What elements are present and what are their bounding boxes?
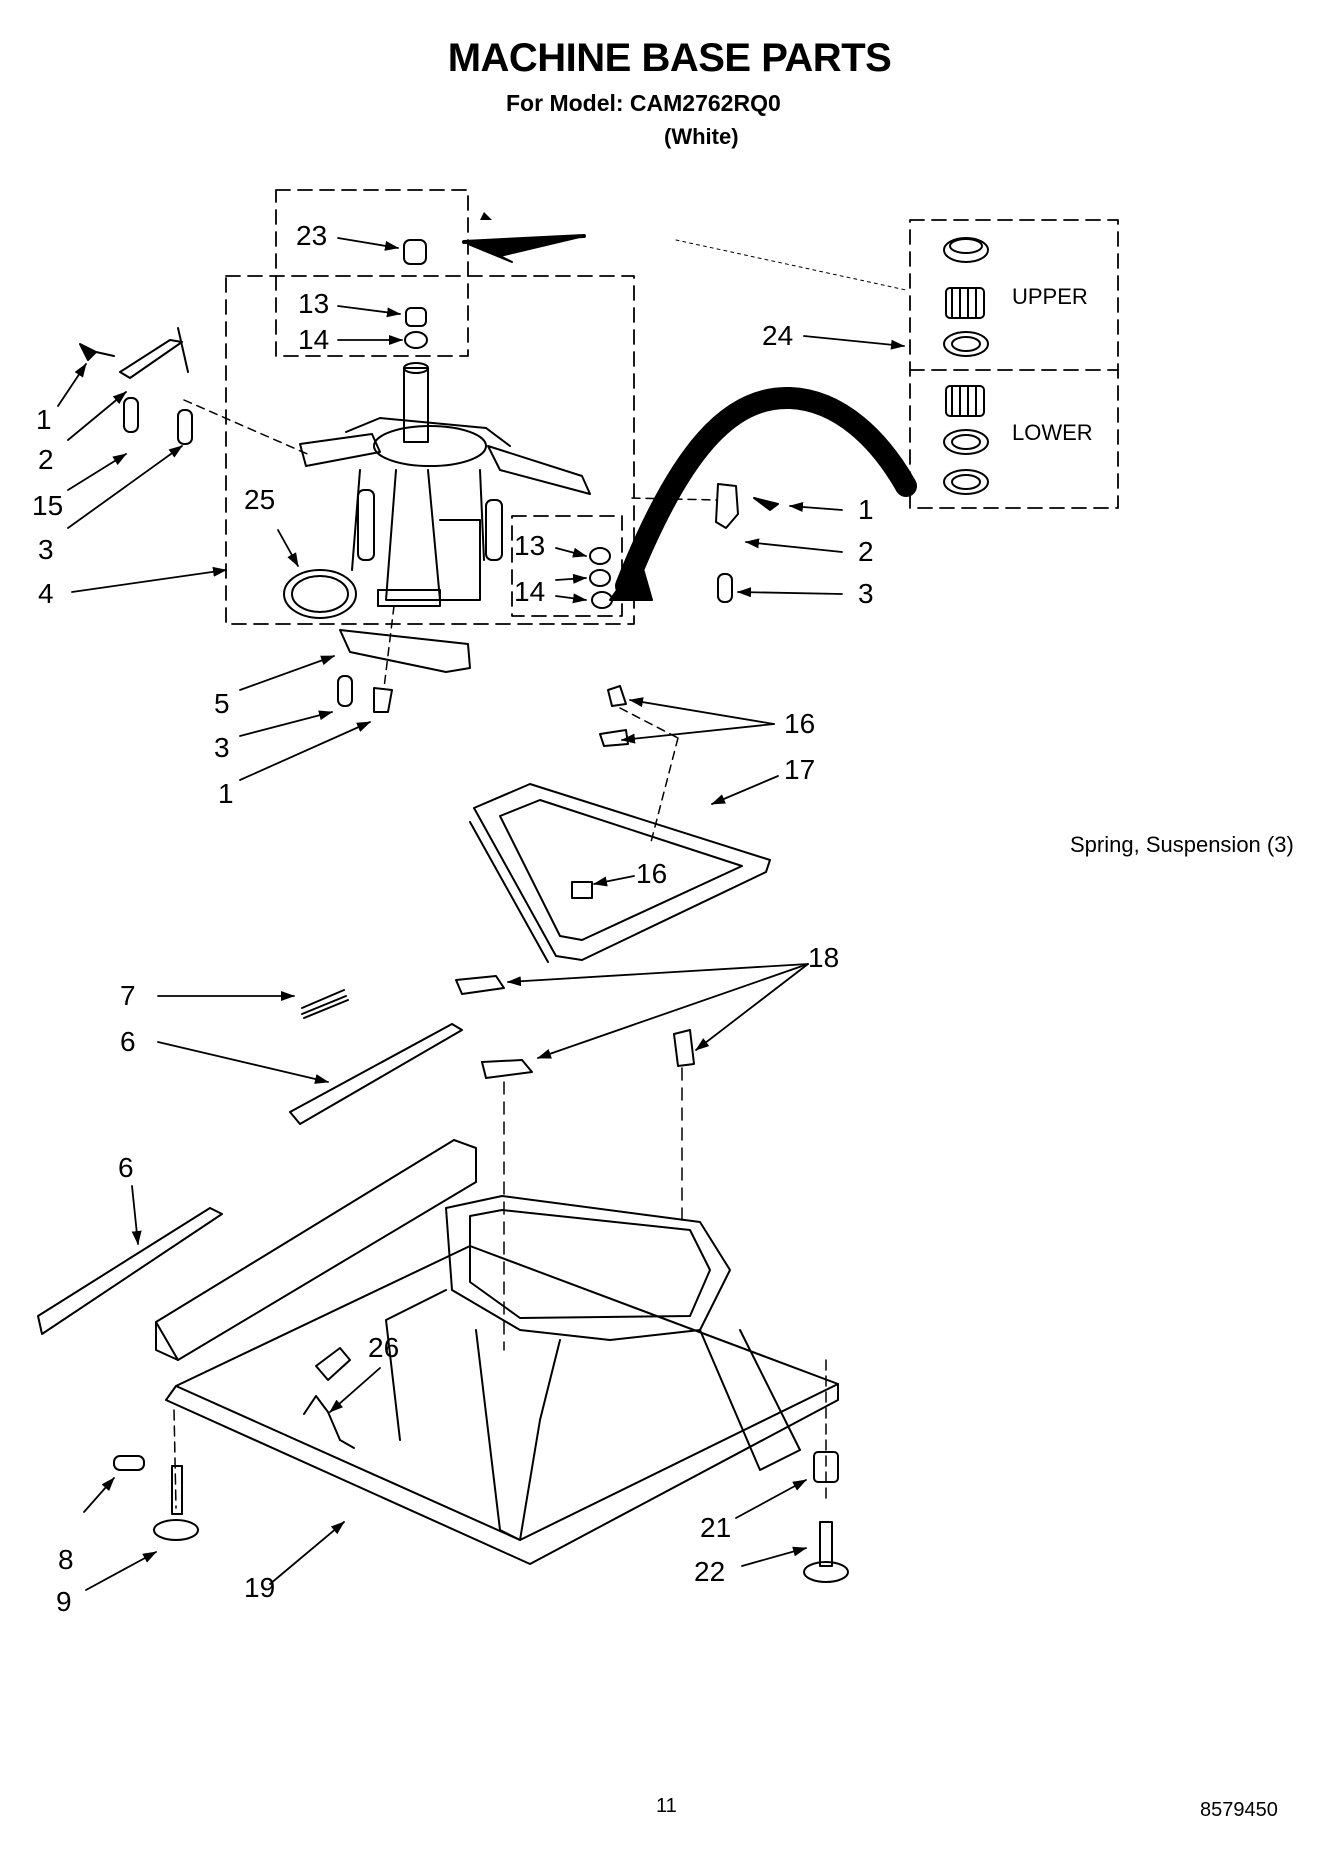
callout-16-lower: 16 <box>636 858 668 889</box>
callout-19: 19 <box>244 1572 276 1603</box>
suspension-clips <box>455 975 695 1351</box>
drive-assembly <box>299 362 591 607</box>
curved-pointer-arrow <box>609 386 917 601</box>
callout-9: 9 <box>56 1586 72 1617</box>
callout-6: 6 <box>120 1026 136 1057</box>
machine-base <box>155 1139 839 1565</box>
lower-label: LOWER <box>1012 420 1093 445</box>
callout-2-right: 2 <box>858 536 874 567</box>
leader-arrows <box>57 237 905 1591</box>
left-bracket-group <box>79 327 313 457</box>
callout-7: 7 <box>120 980 136 1011</box>
bushing-stack-top <box>403 239 428 349</box>
upper-label: UPPER <box>1012 284 1088 309</box>
callout-3-lower: 3 <box>214 732 230 763</box>
callout-1-lower: 1 <box>218 778 234 809</box>
callout-16: 16 <box>784 708 816 739</box>
callout-18: 18 <box>808 942 840 973</box>
callout-13-inner: 13 <box>514 530 546 561</box>
callout-24: 24 <box>762 320 794 351</box>
bushing-stack-inner <box>589 547 613 609</box>
callout-25: 25 <box>244 484 276 515</box>
document-number: 8579450 <box>1200 1799 1278 1821</box>
model-line: For Model: CAM2762RQ0 <box>506 90 781 116</box>
color-line: (White) <box>664 124 739 149</box>
callout-1: 1 <box>36 404 52 435</box>
leveling-feet <box>113 1359 849 1583</box>
spring-and-slides <box>37 989 463 1335</box>
callout-4: 4 <box>38 578 54 609</box>
lower-bracket-group <box>337 605 471 713</box>
callout-5: 5 <box>214 688 230 719</box>
callout-21: 21 <box>700 1512 732 1543</box>
pointer-arrow-top <box>462 212 907 291</box>
callout-14-inner: 14 <box>514 576 546 607</box>
callout-3: 3 <box>38 534 54 565</box>
page-title: MACHINE BASE PARTS <box>447 36 892 80</box>
callout-22: 22 <box>694 1556 726 1587</box>
callout-23: 23 <box>296 220 328 251</box>
callout-6-lower: 6 <box>118 1152 134 1183</box>
callout-8: 8 <box>58 1544 74 1575</box>
bearing-set <box>943 237 989 495</box>
right-bracket-group <box>631 483 779 603</box>
callout-1-right: 1 <box>858 494 874 525</box>
callout-14: 14 <box>298 324 330 355</box>
callout-2: 2 <box>38 444 54 475</box>
callout-26: 26 <box>368 1332 400 1363</box>
callout-13: 13 <box>298 288 330 319</box>
assembly-boxes <box>225 189 1119 625</box>
page-number: 11 <box>656 1795 677 1817</box>
callout-15: 15 <box>32 490 64 521</box>
callout-3-right: 3 <box>858 578 874 609</box>
top-frame <box>469 685 771 963</box>
spring-note: Spring, Suspension (3) <box>1070 832 1294 857</box>
callout-17: 17 <box>784 754 816 785</box>
seal-ring <box>283 569 357 619</box>
